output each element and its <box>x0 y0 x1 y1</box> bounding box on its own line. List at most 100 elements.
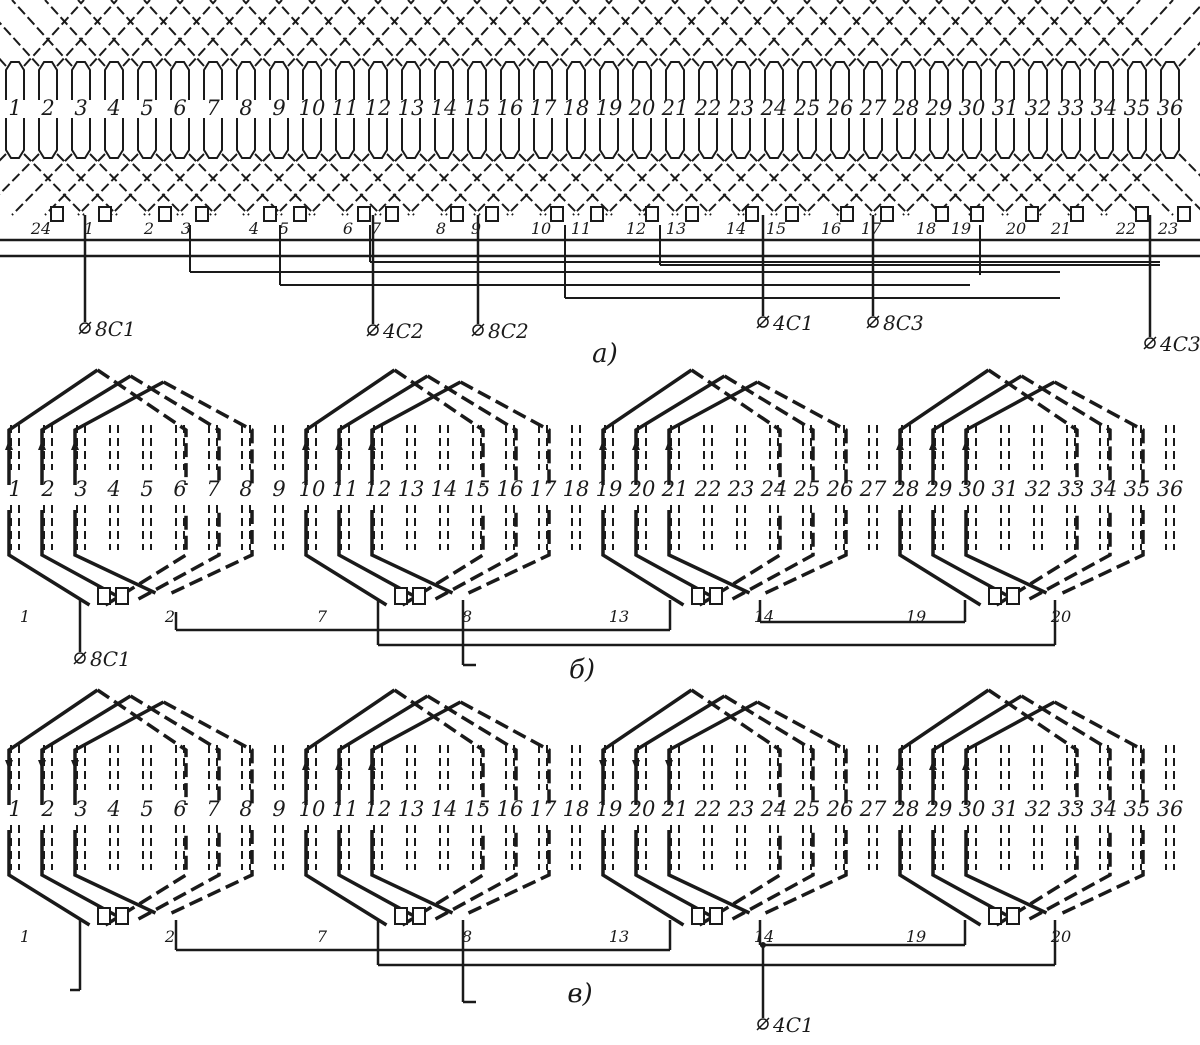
terminal-slash <box>366 323 380 337</box>
slot-number: 29 <box>925 477 953 501</box>
end-turn <box>110 153 172 216</box>
coil-side-dashed <box>1053 700 1145 805</box>
slot-number: 16 <box>497 477 524 501</box>
end-turn <box>209 0 271 67</box>
coil-side-dashed <box>162 380 254 485</box>
slot-arch-bottom <box>434 118 454 159</box>
slot-number: 2 <box>40 96 54 120</box>
slot-number: 7 <box>206 96 220 120</box>
group-terminal-label: 20 <box>1050 927 1071 946</box>
caption-b: б) <box>569 655 595 685</box>
coil-side-solid <box>634 510 718 601</box>
slot-arch-bottom <box>566 118 586 159</box>
slot-arch-top <box>1160 61 1180 100</box>
end-turn <box>749 153 811 216</box>
coil-lead-box <box>880 206 894 222</box>
end-turn <box>209 153 271 216</box>
coil-side-dashed <box>104 510 188 607</box>
coil-lead-box <box>394 587 408 605</box>
slot-number: 28 <box>892 477 920 501</box>
end-turn <box>1079 153 1141 216</box>
end-turn <box>968 153 1030 216</box>
lead-label: 8С1 <box>95 317 136 341</box>
slot-arch-bottom <box>599 118 619 159</box>
slot-arch-top <box>797 61 817 100</box>
end-turn <box>419 153 481 216</box>
coil-terminal-label: 10 <box>531 219 551 238</box>
coil-lead-box <box>293 206 307 222</box>
slot-arch-top <box>302 61 322 100</box>
slot-arch-bottom <box>698 118 718 159</box>
arrow-up-icon <box>5 440 13 450</box>
slot-arch-top <box>995 61 1015 100</box>
end-turn <box>275 153 337 216</box>
slot-number: 33 <box>1058 477 1085 501</box>
end-turn <box>1034 0 1096 67</box>
coil-side-solid <box>931 510 1015 601</box>
slot-number: 1 <box>8 477 21 501</box>
coil-side-solid <box>370 380 462 485</box>
coil-lead-box <box>970 206 984 222</box>
slot-number: 12 <box>365 96 392 120</box>
end-turn <box>650 153 712 216</box>
coil-lead-box <box>1135 206 1149 222</box>
slot-number: 5 <box>140 477 153 501</box>
slot-number: 17 <box>530 477 557 501</box>
terminal-ring-icon <box>472 324 484 336</box>
slot-number: 6 <box>173 477 186 501</box>
slot-number: 6 <box>173 797 186 821</box>
end-turn <box>1112 153 1174 216</box>
arrow-up-icon <box>929 760 937 770</box>
coil-lead-box <box>263 206 277 222</box>
slot-number: 22 <box>694 477 722 501</box>
coil-side-solid <box>40 374 132 485</box>
end-turn <box>242 153 304 216</box>
end-turn <box>980 153 1042 216</box>
slot-arch-bottom <box>236 118 256 159</box>
slot-number: 18 <box>563 477 590 501</box>
end-turn <box>122 0 184 67</box>
end-turn <box>407 153 469 216</box>
slot-number: 10 <box>299 477 326 501</box>
coil-side-dashed <box>104 830 188 927</box>
slot-number: 8 <box>239 797 252 821</box>
coil-side-dashed <box>764 510 848 595</box>
slot-number: 4 <box>106 96 120 120</box>
coil-side-dashed <box>690 368 782 485</box>
slot-number: 7 <box>206 797 220 821</box>
coil-side-dashed <box>764 830 848 915</box>
slot-arch-bottom <box>1061 118 1081 159</box>
slot-arch-bottom <box>962 118 982 159</box>
slot-arch-bottom <box>467 118 487 159</box>
coil-side-solid <box>634 830 718 921</box>
terminal-ring-icon <box>867 316 879 328</box>
slot-number: 16 <box>497 96 524 120</box>
end-turn <box>716 0 778 67</box>
coil-side-solid <box>370 510 454 595</box>
caption-a: а) <box>592 339 618 369</box>
slot-arch-bottom <box>500 118 520 159</box>
end-turn <box>155 153 217 216</box>
coil-side-dashed <box>459 380 551 485</box>
coil-lead-box <box>394 907 408 925</box>
terminal-slash <box>866 315 880 329</box>
end-turn <box>506 153 568 216</box>
slot-number: 33 <box>1058 797 1085 821</box>
slot-number: 12 <box>365 797 392 821</box>
slot-number: 2 <box>40 477 54 501</box>
coil-lead-box <box>988 587 1002 605</box>
slot-arch-top <box>1127 61 1147 100</box>
coil-side-solid <box>73 510 157 595</box>
slot-number: 5 <box>140 797 153 821</box>
end-turn <box>287 0 349 67</box>
slot-arch-bottom <box>764 118 784 159</box>
lead-label: 4С3 <box>1159 332 1200 356</box>
coil-side-solid <box>370 700 462 805</box>
arrow-up-icon <box>302 440 310 450</box>
coil-lead-box <box>590 206 604 222</box>
slot-number: 4 <box>106 477 120 501</box>
group-terminal-label: 2 <box>164 607 175 626</box>
slot-arch-bottom <box>71 118 91 159</box>
slot-number: 32 <box>1025 797 1052 821</box>
